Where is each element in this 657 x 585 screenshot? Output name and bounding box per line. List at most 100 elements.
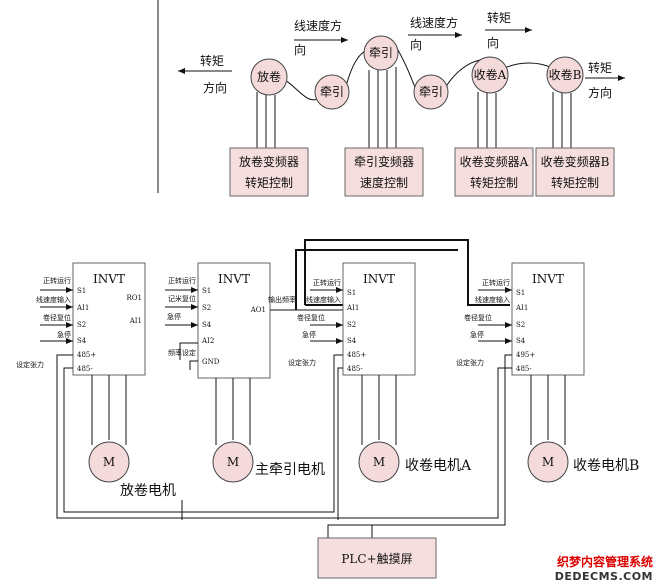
inv2-pin-ai2: AI2: [201, 337, 214, 345]
inv4-sig-run: 正转运行: [482, 278, 510, 287]
box-windB-inverter: [535, 147, 615, 197]
inv3-input-arrows: [310, 287, 343, 344]
box-pull-inverter: [344, 147, 424, 197]
inv4-pin-485n: 485-: [516, 365, 532, 373]
inv1-pin-485n: 485-: [77, 365, 93, 373]
plc-touchscreen-box: [317, 537, 437, 579]
inv3-sig-speed: 线速度输入: [306, 295, 341, 304]
roller-pull-3-label: 牵引: [419, 85, 443, 99]
inv3-sig-run: 正转运行: [313, 278, 341, 287]
inverter-2: [197, 262, 271, 379]
box-windB-l1: 收卷变频器B: [541, 154, 610, 169]
inverter-1: [72, 262, 146, 376]
inv4-pin-ai1: AI1: [515, 304, 528, 312]
comm-bus: [56, 354, 512, 538]
torque-r2-label: 转矩: [588, 60, 612, 75]
box-windA-l2: 转矩控制: [470, 175, 518, 190]
inv3-sig-tension: 设定张力: [288, 358, 316, 367]
inv3-sig-reset: 卷径复位: [297, 313, 325, 322]
inv4-pin-s4: S4: [516, 337, 526, 345]
motor-2-label: 主牵引电机: [255, 462, 325, 478]
motor-1-glyph: M: [103, 455, 115, 469]
dir-left-label: 方向: [203, 80, 227, 95]
inv1-pin-ai1: AI1: [76, 304, 89, 312]
inv1-sig-stop: 急停: [57, 330, 71, 339]
inv2-sig-run: 正转运行: [168, 276, 196, 285]
inv2-input-arrows: [165, 287, 198, 370]
torque-left-label: 转矩: [200, 53, 224, 68]
motor-4-glyph: M: [542, 455, 554, 469]
inv1-pin-ai1-r: AI1: [129, 317, 142, 325]
inv4-sig-reset: 卷径复位: [464, 313, 492, 322]
speed-dir-1b: 向: [294, 42, 306, 57]
motor-3-label: 收卷电机A: [405, 458, 472, 474]
inv3-pin-s2: S2: [347, 321, 356, 329]
inv1-title: INVT: [93, 272, 125, 286]
inv1-pin-s1: S1: [77, 287, 86, 295]
speed-dir-2b: 向: [410, 37, 422, 52]
watermark-line2: DEDECMS.COM: [554, 570, 653, 583]
inv3-sig-stop: 急停: [302, 330, 316, 339]
roller-wind-b-label: 收卷B: [549, 67, 582, 82]
box-unwind-inverter: [229, 147, 309, 197]
box-pull-l1: 牵引变频器: [354, 154, 414, 169]
inv3-title: INVT: [363, 272, 395, 286]
speed-bus-thick-2: [295, 249, 458, 310]
inv2-sig-stop: 急停: [167, 312, 181, 321]
inv3-pin-485n: 485-: [347, 365, 363, 373]
speed-bus-thick: [304, 239, 510, 306]
box-pull-l2: 速度控制: [360, 175, 408, 190]
inv1-pin-s4: S4: [77, 337, 87, 345]
inv2-motor-leads: [215, 378, 251, 445]
inv1-pin-s2: S2: [77, 321, 86, 329]
inv2-pin-ao1: AO1: [250, 306, 266, 314]
roller-unwind-label: 放卷: [257, 69, 281, 84]
roller-wind-a: [471, 56, 509, 94]
inv1-input-arrows: [40, 287, 73, 344]
inv1-pin-ro1: RO1: [127, 294, 142, 302]
roller-pull-3: [413, 74, 449, 110]
speed-dir-2a: 线速度方: [410, 15, 458, 30]
inv2-pin-s2: S2: [202, 304, 211, 312]
watermark-line1: 织梦内容管理系统: [556, 555, 653, 569]
inv3-pin-ai1: AI1: [346, 304, 359, 312]
motor-1-label: 放卷电机: [120, 483, 176, 499]
dir-r2-label: 方向: [588, 85, 612, 100]
roller-pull-2-label: 牵引: [369, 46, 393, 60]
inverter-3: [342, 262, 416, 376]
motor-4-label: 收卷电机B: [573, 458, 639, 474]
shafts: [256, 67, 572, 148]
motor-3-glyph: M: [373, 455, 385, 469]
inv2-pin-s1: S1: [202, 287, 211, 295]
roller-unwind: [250, 58, 288, 96]
inv4-pin-495p: 495+: [516, 351, 535, 359]
watermark: 织梦内容管理系统 DEDECMS.COM: [555, 553, 653, 583]
box-unwind-l1: 放卷变频器: [239, 154, 299, 169]
motor-4: [527, 441, 569, 483]
inv2-title: INVT: [218, 272, 250, 286]
roller-pull-2: [363, 35, 399, 71]
inv2-pin-s4: S4: [202, 321, 212, 329]
inv4-sig-speed: 线速度输入: [475, 295, 510, 304]
motor-2: [212, 441, 254, 483]
box-windB-l2: 转矩控制: [551, 175, 599, 190]
motor-2-glyph: M: [227, 455, 239, 469]
inv1-pin-485p: 485+: [77, 351, 96, 359]
web-path: [251, 39, 553, 101]
plc-label: PLC+触摸屏: [341, 552, 412, 566]
box-windA-inverter: [454, 147, 534, 197]
roller-pull-1-label: 牵引: [320, 85, 344, 99]
inv4-sig-stop: 急停: [470, 330, 484, 339]
inv1-sig-reset: 卷径复位: [43, 313, 71, 322]
inv1-sig-run: 正转运行: [43, 276, 71, 285]
motor-3: [358, 441, 400, 483]
roller-wind-a-label: 收卷A: [474, 67, 507, 82]
box-windA-l1: 收卷变频器A: [460, 154, 529, 169]
inv1-motor-leads: [91, 375, 127, 445]
inv2-pin-gnd: GND: [202, 358, 220, 366]
inv1-sig-speed: 线速度输入: [36, 295, 71, 304]
inv2-sig-freq: 频率设定: [168, 348, 196, 357]
inv3-pin-s4: S4: [347, 337, 357, 345]
inv3-pin-s1: S1: [347, 289, 356, 297]
